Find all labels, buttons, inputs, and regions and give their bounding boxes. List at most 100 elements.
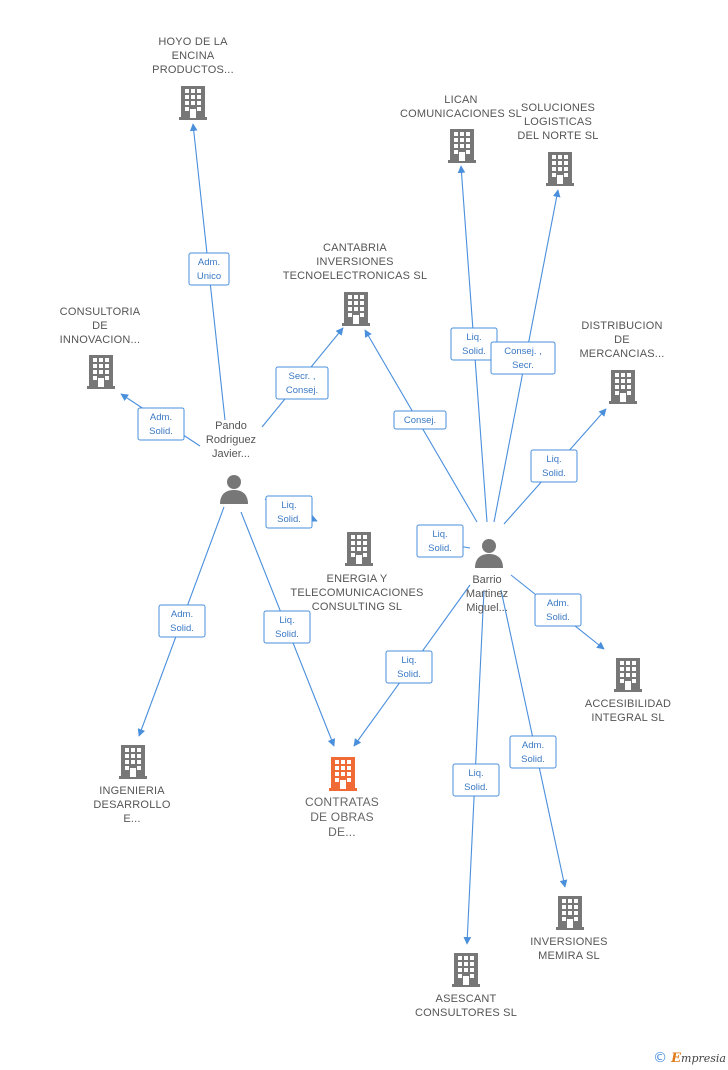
node-label-line: DESARROLLO (93, 799, 170, 811)
edge-label-box (530, 449, 578, 483)
node-label-line: Javier... (212, 448, 250, 460)
edge-label-box (263, 610, 311, 644)
edge-label-box (137, 407, 185, 441)
edge-label-pando-cantabria[interactable]: Secr. , Consej. (275, 366, 329, 400)
edge-label-box (385, 650, 433, 684)
edge-label-text: Consej. (286, 385, 318, 396)
edge-label-text: Unico (197, 271, 221, 282)
node-label-line: DEL NORTE SL (517, 130, 598, 142)
edge-label-box (416, 524, 464, 558)
node-label-line: DISTRIBUCION (581, 320, 662, 332)
edge-label-barrio-cantabria[interactable]: Consej. (393, 410, 447, 430)
node-ingenieria[interactable]: INGENIERIA DESARROLLO E... (93, 745, 171, 825)
building-icon (556, 896, 584, 930)
node-label-line: INVERSIONES (316, 256, 393, 268)
building-icon (329, 757, 357, 791)
person-icon (475, 539, 503, 568)
node-distribucion[interactable]: DISTRIBUCION DE MERCANCIAS... (579, 320, 664, 404)
edge-label-text: Solid. (521, 754, 545, 765)
node-label-line: E... (123, 813, 140, 825)
person-icon (220, 475, 248, 504)
node-label-line: INVERSIONES (530, 936, 607, 948)
node-label-line: LOGISTICAS (524, 116, 592, 128)
node-label-line: LICAN (444, 94, 477, 106)
edge-label-text: Liq. (468, 768, 483, 779)
edge-label-text: Secr. , (289, 371, 316, 382)
edge-label-text: Liq. (546, 454, 561, 465)
building-icon (119, 745, 147, 779)
node-consultoria[interactable]: CONSULTORIA DE INNOVACION... (60, 306, 141, 389)
node-energia[interactable]: ENERGIA Y TELECOMUNICACIONES CONSULTING SL (290, 532, 423, 613)
edge-label-barrio-energia[interactable]: Liq. Solid. (416, 524, 464, 558)
node-label-line: DE (614, 334, 630, 346)
edge-label-text: Adm. (198, 257, 220, 268)
edge-label-text: Solid. (397, 669, 421, 680)
node-label-line: CONSULTORES SL (415, 1007, 517, 1019)
node-label-line: ASESCANT (436, 993, 497, 1005)
edge-label-text: Solid. (542, 468, 566, 479)
edge-label-text: Liq. (432, 529, 447, 540)
node-label-line: CONSULTORIA (60, 306, 141, 318)
edge-label-barrio-inversiones[interactable]: Adm. Solid. (509, 735, 557, 769)
edge-label-text: Solid. (462, 346, 486, 357)
edge-label-pando-energia[interactable]: Liq.Solid. (265, 495, 313, 529)
node-label-line: Pando (215, 420, 247, 432)
building-icon (342, 292, 370, 326)
edge-label-barrio-soluciones[interactable]: Consej. ,Secr. (490, 341, 556, 375)
edge-label-text: Solid. (428, 543, 452, 554)
node-asescant[interactable]: ASESCANT CONSULTORES SL (415, 953, 517, 1019)
edge-label-box (534, 593, 582, 627)
building-icon (609, 370, 637, 404)
node-label-line: Martinez (466, 588, 508, 600)
edge-label-text: Liq. (401, 655, 416, 666)
edge-label-text: Solid. (275, 629, 299, 640)
node-label-line: INGENIERIA (99, 785, 165, 797)
building-icon (345, 532, 373, 566)
edge-label-pando-ingenieria[interactable]: Adm.Solid. (158, 604, 206, 638)
edge-label-box (158, 604, 206, 638)
building-icon (546, 152, 574, 186)
edge-label-text: Secr. (512, 360, 534, 371)
edge-label-barrio-contratas[interactable]: Liq. Solid. (385, 650, 433, 684)
node-pando[interactable]: PandoRodriguezJavier... (206, 420, 256, 504)
building-icon (179, 86, 207, 120)
node-label-line: ACCESIBILIDAD (585, 698, 671, 710)
node-barrio[interactable]: BarrioMartinezMiguel... (466, 539, 508, 614)
edge-label-text: Adm. (150, 412, 172, 423)
edge-label-pando-consultoria[interactable]: Adm.Solid. (137, 407, 185, 441)
node-label-line: TELECOMUNICACIONES (290, 587, 423, 599)
node-label-line: Miguel... (466, 602, 508, 614)
node-hoyo[interactable]: HOYO DE LAENCINAPRODUCTOS... (152, 36, 234, 120)
edge-label-pando-hoyo[interactable]: Adm. Unico (188, 252, 230, 286)
edge-label-barrio-lican[interactable]: Liq.Solid. (450, 327, 498, 361)
node-label-line: MERCANCIAS... (579, 348, 664, 360)
node-label-line: CONTRATAS (305, 795, 379, 809)
edge-label-barrio-asescant[interactable]: Liq. Solid. (452, 763, 500, 797)
edge-label-barrio-accesibilidad[interactable]: Adm.Solid. (534, 593, 582, 627)
edge-label-text: Liq. (279, 615, 294, 626)
edge-label-text: Liq. (281, 500, 296, 511)
node-label-line: CONSULTING SL (312, 601, 402, 613)
node-label-line: INNOVACION... (60, 334, 141, 346)
copyright-icon: © (653, 1050, 668, 1066)
node-label-line: ENERGIA Y (327, 573, 388, 585)
edge-label-barrio-distribucion[interactable]: Liq. Solid. (530, 449, 578, 483)
edge-label-box (275, 366, 329, 400)
edge-label-text: Adm. (171, 609, 193, 620)
empresia-logo: Empresia (671, 1050, 726, 1066)
node-label-line: CANTABRIA (323, 242, 387, 254)
edge-label-box (265, 495, 313, 529)
edge-label-pando-contratas[interactable]: Liq. Solid. (263, 610, 311, 644)
node-label-line: DE... (328, 825, 356, 839)
edge-label-text: Adm. (522, 740, 544, 751)
edge-label-text: Solid. (464, 782, 488, 793)
node-label-line: DE (92, 320, 108, 332)
edge-label-box (490, 341, 556, 375)
